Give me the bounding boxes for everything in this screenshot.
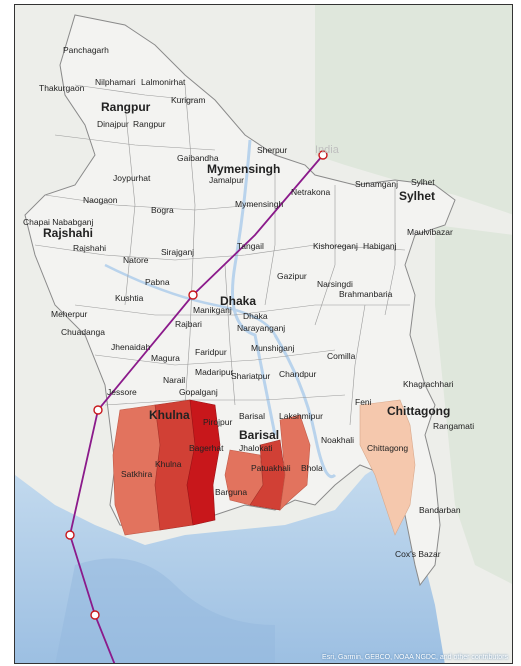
district-label: Rangpur	[133, 119, 166, 129]
district-label: Thakurgaon	[39, 83, 85, 93]
country-label-india: India	[315, 144, 340, 156]
district-bagerhat	[186, 399, 221, 526]
district-label: Dhaka	[243, 311, 268, 321]
district-label: Rajbari	[175, 319, 202, 329]
district-label: Chuadanga	[61, 327, 105, 337]
district-label: Joypurhat	[113, 173, 151, 183]
impact-choropleth	[112, 399, 416, 536]
district-label: Barguna	[215, 487, 247, 497]
district-label: Maulvibazar	[407, 227, 453, 237]
district-label: Sirajganj	[161, 247, 194, 257]
district-label: Chandpur	[279, 369, 317, 379]
district-label: Shariatpur	[231, 371, 270, 381]
district-labels: Panchagarh Thakurgaon Nilphamari Lalmoni…	[23, 45, 474, 559]
district-label: Sunamganj	[355, 179, 398, 189]
district-label: Khagrachhari	[403, 379, 454, 389]
cyclone-track-map: India Rangpur Rajshahi Mymensingh Sylhet…	[14, 4, 513, 664]
deep-water	[55, 558, 275, 663]
district-label: Munshiganj	[251, 343, 295, 353]
district-label: Patuakhali	[251, 463, 291, 473]
district-label: Rajshahi	[73, 243, 106, 253]
district-label: Narayanganj	[237, 323, 285, 333]
eastern-hills	[435, 225, 512, 584]
district-label: Bagerhat	[189, 443, 224, 453]
track-point	[90, 610, 100, 620]
district-label: Rangamati	[433, 421, 474, 431]
district-label: Nilphamari	[95, 77, 136, 87]
district-label: Sylhet	[411, 177, 435, 187]
district-label: Satkhira	[121, 469, 152, 479]
district-label: Khulna	[155, 459, 182, 469]
district-label: Habiganj	[363, 241, 397, 251]
track-point	[188, 290, 198, 300]
district-label: Kurigram	[171, 95, 205, 105]
district-label: Lakshmipur	[279, 411, 323, 421]
district-label: Noakhali	[321, 435, 354, 445]
district-label: Chapai Nababganj	[23, 217, 94, 227]
district-label: Lalmonirhat	[141, 77, 186, 87]
district-label: Bhola	[301, 463, 323, 473]
district-label: Magura	[151, 353, 180, 363]
district-label: Naogaon	[83, 195, 118, 205]
track-point	[318, 150, 328, 160]
district-label: Pirojpur	[203, 417, 232, 427]
division-label: Mymensingh	[207, 162, 280, 176]
division-label: Rajshahi	[43, 226, 93, 240]
district-label: Kushtia	[115, 293, 144, 303]
northeast-hills	[315, 5, 512, 215]
district-label: Feni	[355, 397, 372, 407]
district-label: Bogra	[151, 205, 174, 215]
district-label: Tangail	[237, 241, 264, 251]
district-label: Narsingdi	[317, 279, 353, 289]
district-label: Chittagong	[367, 443, 408, 453]
district-label: Sherpur	[257, 145, 287, 155]
map-attribution: Esri, Garmin, GEBCO, NOAA NGDC, and othe…	[322, 654, 508, 661]
district-label: Brahmanbaria	[339, 289, 393, 299]
district-label: Kishoreganj	[313, 241, 358, 251]
district-label: Jhalokati	[239, 443, 273, 453]
district-label: Jhenaidah	[111, 342, 151, 352]
district-bhola	[279, 414, 311, 511]
district-label: Gopalganj	[179, 387, 218, 397]
district-label: Cox's Bazar	[395, 549, 441, 559]
district-label: Dinajpur	[97, 119, 129, 129]
division-label: Sylhet	[399, 189, 435, 203]
track-markers	[65, 150, 328, 620]
division-label: Khulna	[149, 408, 190, 422]
district-chittagong	[359, 399, 416, 536]
district-label: Barisal	[239, 411, 265, 421]
division-label: Barisal	[239, 428, 279, 442]
division-labels: Rangpur Rajshahi Mymensingh Sylhet Dhaka…	[43, 100, 450, 442]
division-label: Dhaka	[220, 294, 256, 308]
map-svg: India Rangpur Rajshahi Mymensingh Sylhet…	[15, 5, 512, 663]
district-label: Gaibandha	[177, 153, 219, 163]
district-label: Jamalpur	[209, 175, 244, 185]
district-label: Mymensingh	[235, 199, 283, 209]
division-label: Chittagong	[387, 404, 450, 418]
division-label: Rangpur	[101, 100, 151, 114]
district-label: Manikganj	[193, 305, 232, 315]
district-label: Madaripur	[195, 367, 233, 377]
track-point	[65, 530, 75, 540]
district-label: Bandarban	[419, 505, 461, 515]
district-label: Natore	[123, 255, 149, 265]
track-point	[93, 405, 103, 415]
district-label: Narail	[163, 375, 185, 385]
district-label: Comilla	[327, 351, 356, 361]
district-label: Jessore	[107, 387, 137, 397]
district-boundaries	[34, 84, 410, 426]
district-label: Faridpur	[195, 347, 227, 357]
district-label: Netrakona	[291, 187, 330, 197]
district-label: Gazipur	[277, 271, 307, 281]
district-label: Pabna	[145, 277, 170, 287]
river-meghna	[273, 334, 337, 479]
district-label: Meherpur	[51, 309, 88, 319]
river-padma	[104, 263, 277, 336]
district-label: Panchagarh	[63, 45, 109, 55]
